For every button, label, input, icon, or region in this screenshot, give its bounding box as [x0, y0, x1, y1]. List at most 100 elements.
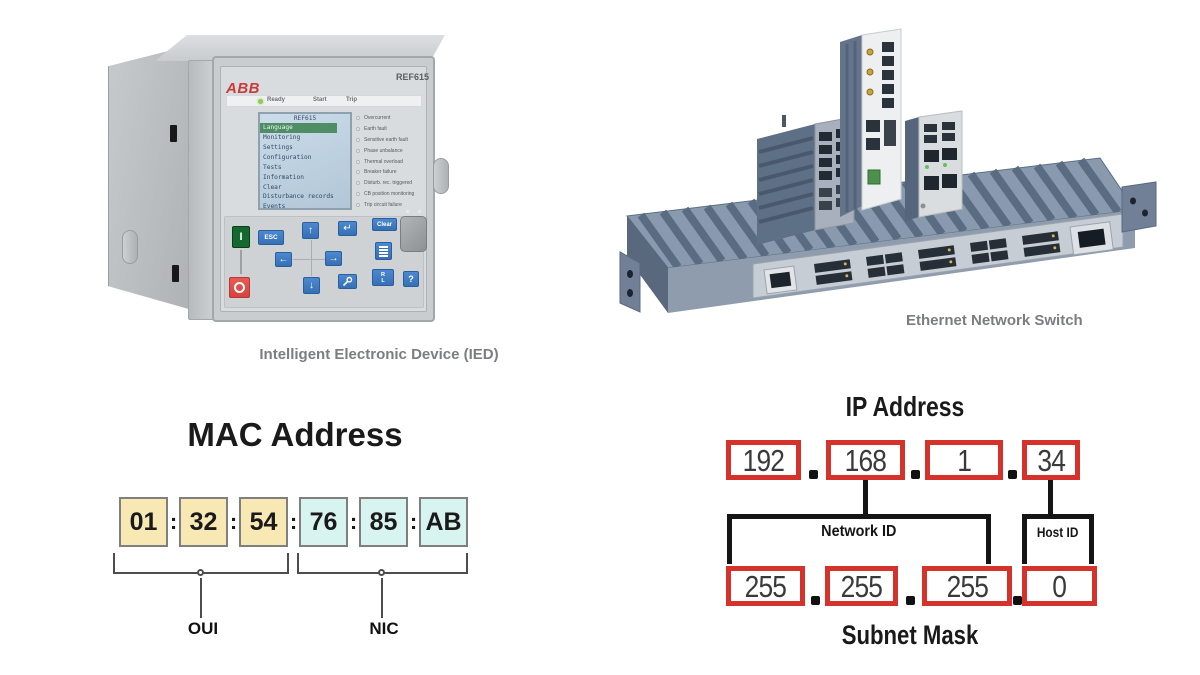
knob-led-icon [406, 210, 409, 213]
lcd-menu-item: Settings [263, 143, 293, 151]
led-icon [356, 116, 360, 121]
lcd-menu-item: Information [263, 173, 304, 181]
subnet-mask-title: Subnet Mask [841, 620, 979, 650]
nic-stem-line [381, 578, 383, 618]
clear-button: Clear [372, 218, 397, 231]
ied-photo: ABB REF615 Ready Start Trip REF615 Langu… [100, 30, 530, 348]
subnet-octet-box: 0 [1022, 566, 1097, 606]
lcd-title: REF615 [293, 115, 317, 122]
wrench-icon [342, 276, 353, 287]
host-id-bracket: Host ID [1022, 514, 1094, 564]
mac-octet-box: 32 [179, 497, 228, 547]
mac-octet-box: 54 [239, 497, 288, 547]
ip-dot [1003, 440, 1022, 480]
mac-colon: : [409, 509, 418, 534]
switch-caption: Ethernet Network Switch [906, 312, 1083, 329]
dot-icon [1012, 596, 1022, 605]
ip-octet-row: 192 168 1 34 [726, 440, 1080, 480]
host-id-label: Host ID [1037, 525, 1079, 540]
mac-octet-box: AB [419, 497, 468, 547]
mounting-ear-left [619, 251, 641, 313]
ip-octet-box: 34 [1022, 440, 1080, 480]
ip-octet-box: 192 [726, 440, 801, 480]
status-label-start: Start [313, 97, 327, 103]
ied-lcd-screen: REF615 Language Monitoring Settings Conf… [258, 112, 352, 210]
subnet-octet-box: 255 [726, 566, 805, 606]
lcd-menu-item: Disturbance records [263, 193, 334, 201]
network-id-bracket: Network ID [727, 514, 991, 564]
knob-led-icon [418, 210, 421, 213]
indicator-row: Earth fault [356, 124, 426, 135]
mac-octet-box: 76 [299, 497, 348, 547]
network-id-label: Network ID [821, 523, 897, 540]
down-arrow-button: ↓ [303, 277, 320, 294]
sfp-module [866, 252, 905, 278]
host-id-stem [1048, 480, 1053, 514]
dot-icon [910, 470, 920, 479]
enter-button: ↵ [338, 221, 357, 236]
mounting-ear-right [1121, 181, 1157, 233]
led-icon [356, 137, 360, 142]
ied-side-panel [108, 45, 192, 310]
mac-colon: : [229, 509, 238, 534]
oui-label: OUI [187, 619, 219, 638]
indicator-row: Trip circuit failure [356, 199, 426, 210]
status-led-strip [226, 95, 422, 107]
led-icon [356, 181, 360, 186]
ied-hinge [188, 60, 216, 320]
led-icon [356, 191, 360, 196]
sfp-module [970, 238, 1009, 264]
ip-octet-box: 1 [925, 440, 1003, 480]
port-module [763, 265, 798, 295]
page-icon [379, 245, 388, 257]
indicator-row: Sensitive earth fault [356, 135, 426, 146]
network-id-stem [863, 480, 868, 514]
open-button [229, 277, 250, 298]
ied-vent-slot [172, 265, 179, 282]
menu-page-button [375, 242, 392, 260]
dot-icon [810, 596, 820, 605]
right-arrow-button: → [325, 251, 342, 266]
subnet-dot [805, 566, 825, 606]
open-ring-icon [234, 282, 245, 293]
ied-right-latch [433, 158, 449, 194]
dot-icon [809, 470, 818, 479]
subnet-octet-box: 255 [825, 566, 898, 606]
status-label-trip: Trip [346, 97, 358, 103]
ied-caption: Intelligent Electronic Device (IED) [259, 346, 499, 363]
port-cover-knob [400, 216, 427, 252]
ied-left-latch [122, 230, 138, 264]
esc-button: ESC [258, 230, 284, 245]
close-button: I [232, 226, 250, 248]
switch-port-modules [763, 221, 1114, 295]
io-divider-line [240, 250, 242, 274]
help-button: ? [403, 271, 419, 287]
ied-vent-slot [170, 125, 177, 142]
sfp-module [918, 245, 957, 271]
lcd-menu-item: Events [263, 203, 286, 210]
led-icon [356, 202, 360, 207]
left-arrow-button: ← [275, 252, 292, 267]
mac-octet-row: 01 : 32 : 54 : 76 : 85 : AB [119, 497, 468, 547]
ethernet-switch-photo [619, 28, 1157, 313]
wrench-button [338, 274, 357, 289]
dot-icon [905, 596, 915, 605]
led-icon [356, 127, 360, 132]
uplink-module [1069, 221, 1114, 256]
lcd-menu-item: Tests [263, 163, 282, 171]
sfp-module [1022, 231, 1061, 257]
ied-model-label: REF615 [396, 72, 430, 82]
led-icon [356, 159, 360, 164]
indicator-row: Disturb. rec. triggered [356, 178, 426, 189]
ip-octet-box: 168 [826, 440, 905, 480]
oui-stem-line [200, 578, 202, 618]
mac-octet-box: 85 [359, 497, 408, 547]
keypad-cross-line [311, 240, 312, 276]
subnet-octet-box: 255 [922, 566, 1012, 606]
lcd-menu-item: Configuration [263, 153, 312, 161]
ip-dot [801, 440, 826, 480]
ip-address-title: IP Address [845, 391, 965, 422]
nic-label: NIC [369, 619, 399, 638]
din-switch-right [905, 110, 963, 221]
